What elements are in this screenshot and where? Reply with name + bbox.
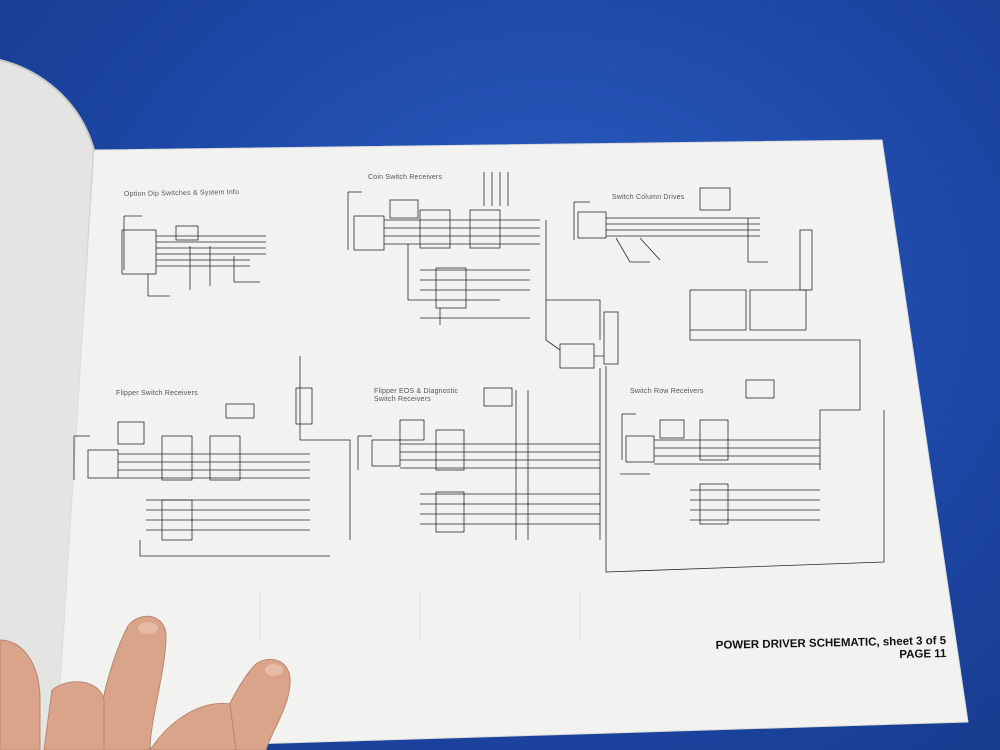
finger-middle — [43, 681, 105, 750]
flipper-eos-block — [357, 387, 600, 540]
schematic-wiring — [73, 172, 885, 573]
switch-column-block — [573, 187, 861, 470]
page-margin-ticks — [259, 590, 581, 640]
label-flipper-eos-1: Flipper EOS & Diagnostic — [374, 388, 459, 395]
middle-connector — [559, 311, 619, 540]
dip-switch-block — [121, 215, 266, 297]
label-coin-switch: Coin Switch Receivers — [368, 174, 443, 181]
label-flipper-switch: Flipper Switch Receivers — [116, 390, 198, 397]
left-page-curl — [0, 60, 94, 750]
label-flipper-eos-2: Switch Receivers — [374, 396, 431, 403]
palm-edge — [149, 702, 237, 750]
coin-switch-block — [347, 172, 601, 351]
flipper-switch-block — [73, 356, 351, 557]
switch-row-block — [620, 379, 820, 525]
label-switch-column: Switch Column Drives — [612, 194, 685, 201]
return-bus-loop — [605, 366, 885, 573]
schematic-page — [55, 139, 969, 750]
finger-index — [95, 615, 167, 750]
label-switch-row: Switch Row Receivers — [630, 388, 704, 395]
thumb-left — [0, 639, 41, 750]
